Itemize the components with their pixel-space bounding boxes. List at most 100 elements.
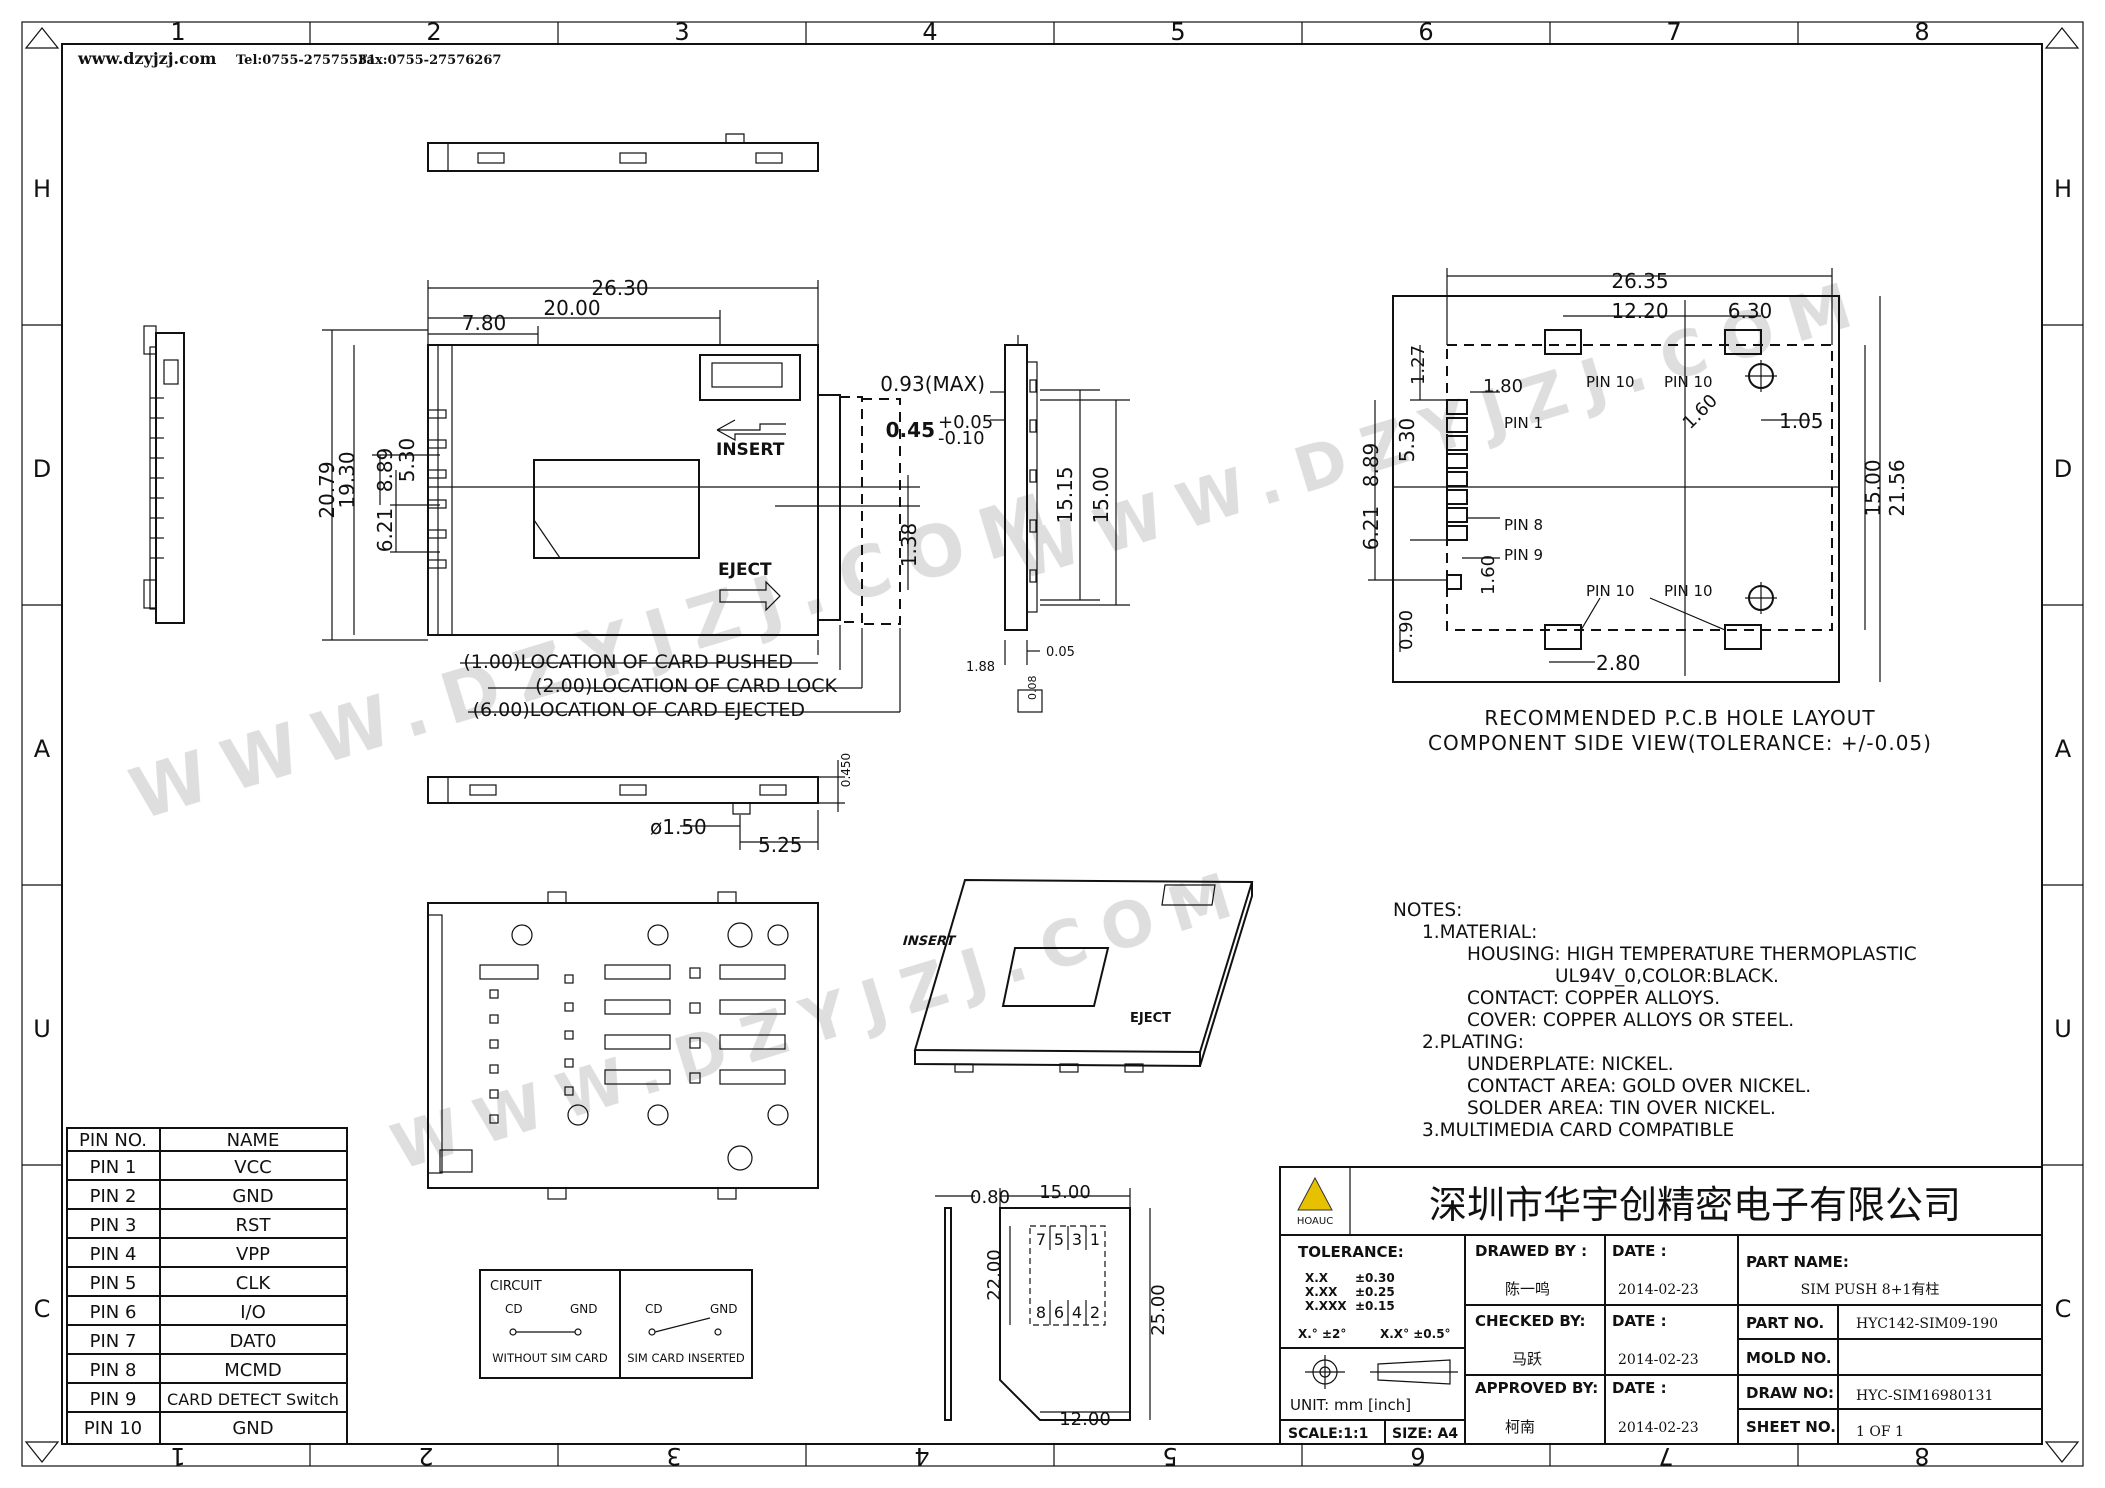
dim-pcb-8-89: 8.89 [1359, 443, 1383, 488]
dim-pcb-1-60: 1.60 [1478, 555, 1499, 595]
checked-by-label: CHECKED BY: [1475, 1312, 1586, 1330]
dim-pcb-15-00: 15.00 [1861, 459, 1885, 516]
pin-name: VPP [236, 1244, 270, 1265]
mold-no-label: MOLD NO. [1746, 1349, 1832, 1367]
dim-pcb-12-20: 12.20 [1611, 299, 1668, 323]
row-label-right: D [2054, 455, 2072, 483]
pcb-pin-label: PIN 10 [1664, 373, 1713, 391]
scale-text: SCALE:1:1 [1288, 1426, 1368, 1442]
tol-value: ±0.15 [1355, 1299, 1395, 1313]
col-label-bottom: 4 [914, 1442, 929, 1470]
row-label-left: A [34, 735, 51, 763]
tol-value: ±0.25 [1355, 1285, 1395, 1299]
row-label-right: C [2055, 1295, 2072, 1323]
notes-line: UNDERPLATE: NICKEL. [1467, 1054, 1674, 1075]
sim-dim-thickness: 0.80 [970, 1187, 1010, 1208]
circuit-cd: CD [645, 1302, 663, 1316]
row-label-right: H [2054, 175, 2072, 203]
pin-no: PIN 10 [84, 1418, 142, 1439]
row-label-left: H [33, 175, 51, 203]
iso-eject-label: EJECT [1130, 1011, 1171, 1026]
col-label-bottom: 3 [666, 1442, 681, 1470]
dim-side-15-15: 15.15 [1053, 466, 1077, 523]
circuit-title: CIRCUIT [490, 1279, 542, 1294]
dim-strip-dia-1-50: ø1.50 [650, 815, 707, 839]
pin-name: RST [236, 1215, 272, 1236]
pcb-pin-label: PIN 9 [1504, 546, 1543, 564]
col-label-top: 6 [1418, 18, 1433, 46]
col-label-bottom: 5 [1162, 1442, 1177, 1470]
circuit-without-label: WITHOUT SIM CARD [492, 1351, 608, 1365]
company-name: 深圳市华宇创精密电子有限公司 [1429, 1183, 1961, 1227]
drawn-by-label: DRAWED BY : [1475, 1242, 1587, 1260]
circuit-box: CIRCUIT CD GND CD GND WITHOUT SIM CARD S… [479, 1269, 753, 1379]
pcb-pin-label: PIN 8 [1504, 516, 1543, 534]
logo-text: HOAUC [1297, 1216, 1333, 1227]
sim-dim-contact-height: 22.00 [984, 1249, 1005, 1301]
dim-front-5-30: 5.30 [395, 438, 419, 483]
dim-pcb-0-90: 0.90 [1396, 610, 1417, 650]
date-label: DATE : [1612, 1312, 1667, 1330]
dim-front-19-30: 19.30 [335, 451, 359, 508]
sim-card-drawing: 0.80 15.00 22.00 25.00 12.00 7 5 3 1 8 6… [935, 1182, 1169, 1430]
dim-side-15-00: 15.00 [1089, 466, 1113, 523]
bottom-view [427, 891, 819, 1200]
fax-text: Fax:0755-27576267 [358, 53, 501, 68]
date-label: DATE : [1612, 1379, 1667, 1397]
row-label-right: U [2054, 1015, 2072, 1043]
front-view: INSERT EJECT 26.30 20.00 7.80 20.79 19.3… [315, 276, 921, 721]
dim-front-1-38: 1.38 [897, 523, 921, 568]
dim-strip-0-450: 0.450 [839, 753, 853, 787]
pin-table: PIN NO. NAME PIN 1 VCC PIN 2 GND PIN 3 R… [66, 1127, 348, 1445]
pin-no: PIN 4 [90, 1244, 137, 1265]
dim-pcb-5-30: 5.30 [1395, 418, 1419, 463]
sim-contact-7: 7 [1036, 1230, 1046, 1249]
pcb-pin-label: PIN 10 [1664, 582, 1713, 600]
dim-pcb-6-21: 6.21 [1359, 506, 1383, 551]
sim-contact-4: 4 [1072, 1303, 1082, 1322]
tol-spec: X.XXX [1305, 1299, 1347, 1313]
sim-contact-6: 6 [1054, 1303, 1064, 1322]
checked-by-value: 马跃 [1512, 1350, 1542, 1368]
dim-side-plus-0-05: +0.05 [938, 412, 993, 433]
col-label-bottom: 6 [1410, 1442, 1425, 1470]
sheet-no-label: SHEET NO. [1746, 1418, 1836, 1436]
notes: NOTES: 1.MATERIAL: HOUSING: HIGH TEMPERA… [1393, 900, 1917, 1141]
pin-table-header: PIN NO. [79, 1130, 147, 1151]
eject-label: EJECT [718, 560, 772, 580]
circuit-cd: CD [505, 1302, 523, 1316]
notes-line: CONTACT: COPPER ALLOYS. [1467, 988, 1720, 1009]
notes-line: 3.MULTIMEDIA CARD COMPATIBLE [1422, 1120, 1734, 1141]
col-label-top: 4 [922, 18, 937, 46]
date-label: DATE : [1612, 1242, 1667, 1260]
pin-no: PIN 5 [90, 1273, 137, 1294]
dim-pcb-6-30: 6.30 [1728, 299, 1773, 323]
sim-dim-width: 15.00 [1039, 1182, 1091, 1203]
approved-by-value: 柯南 [1505, 1418, 1535, 1436]
col-label-bottom: 7 [1658, 1442, 1673, 1470]
dim-pcb-21-56: 21.56 [1885, 459, 1909, 516]
website-text: www.dzyjzj.com [77, 49, 217, 68]
top-strip-view [427, 133, 819, 172]
pin-name: DAT0 [230, 1331, 277, 1352]
title-block: HOAUC 深圳市华宇创精密电子有限公司 TOLERANCE: X.X ±0.3… [1279, 1166, 2043, 1445]
pin-name: GND [232, 1418, 273, 1439]
header: www.dzyjzj.com Tel:0755-27575531 Fax:075… [77, 49, 501, 68]
col-label-top: 5 [1170, 18, 1185, 46]
tol-angle-1: X.° ±2° [1298, 1327, 1346, 1341]
pcb-pin-label: PIN 10 [1586, 373, 1635, 391]
approved-by-label: APPROVED BY: [1475, 1379, 1598, 1397]
col-label-bottom: 1 [170, 1442, 185, 1470]
col-label-top: 8 [1914, 18, 1929, 46]
notes-line: UL94V_0,COLOR:BLACK. [1555, 966, 1779, 987]
location-pushed: (1.00)LOCATION OF CARD PUSHED [463, 651, 793, 673]
insert-label: INSERT [716, 440, 785, 460]
pin-name: CARD DETECT Switch [167, 1390, 339, 1409]
dim-side-0-05: 0.05 [1046, 645, 1075, 660]
bottom-strip-view: 0.450 ø1.50 5.25 [427, 753, 853, 857]
pin-no: PIN 6 [90, 1302, 137, 1323]
date-value: 2014-02-23 [1618, 1420, 1699, 1436]
dim-front-7-80: 7.80 [462, 311, 507, 335]
size-text: SIZE: A4 [1392, 1426, 1458, 1442]
pin-no: PIN 1 [90, 1157, 137, 1178]
